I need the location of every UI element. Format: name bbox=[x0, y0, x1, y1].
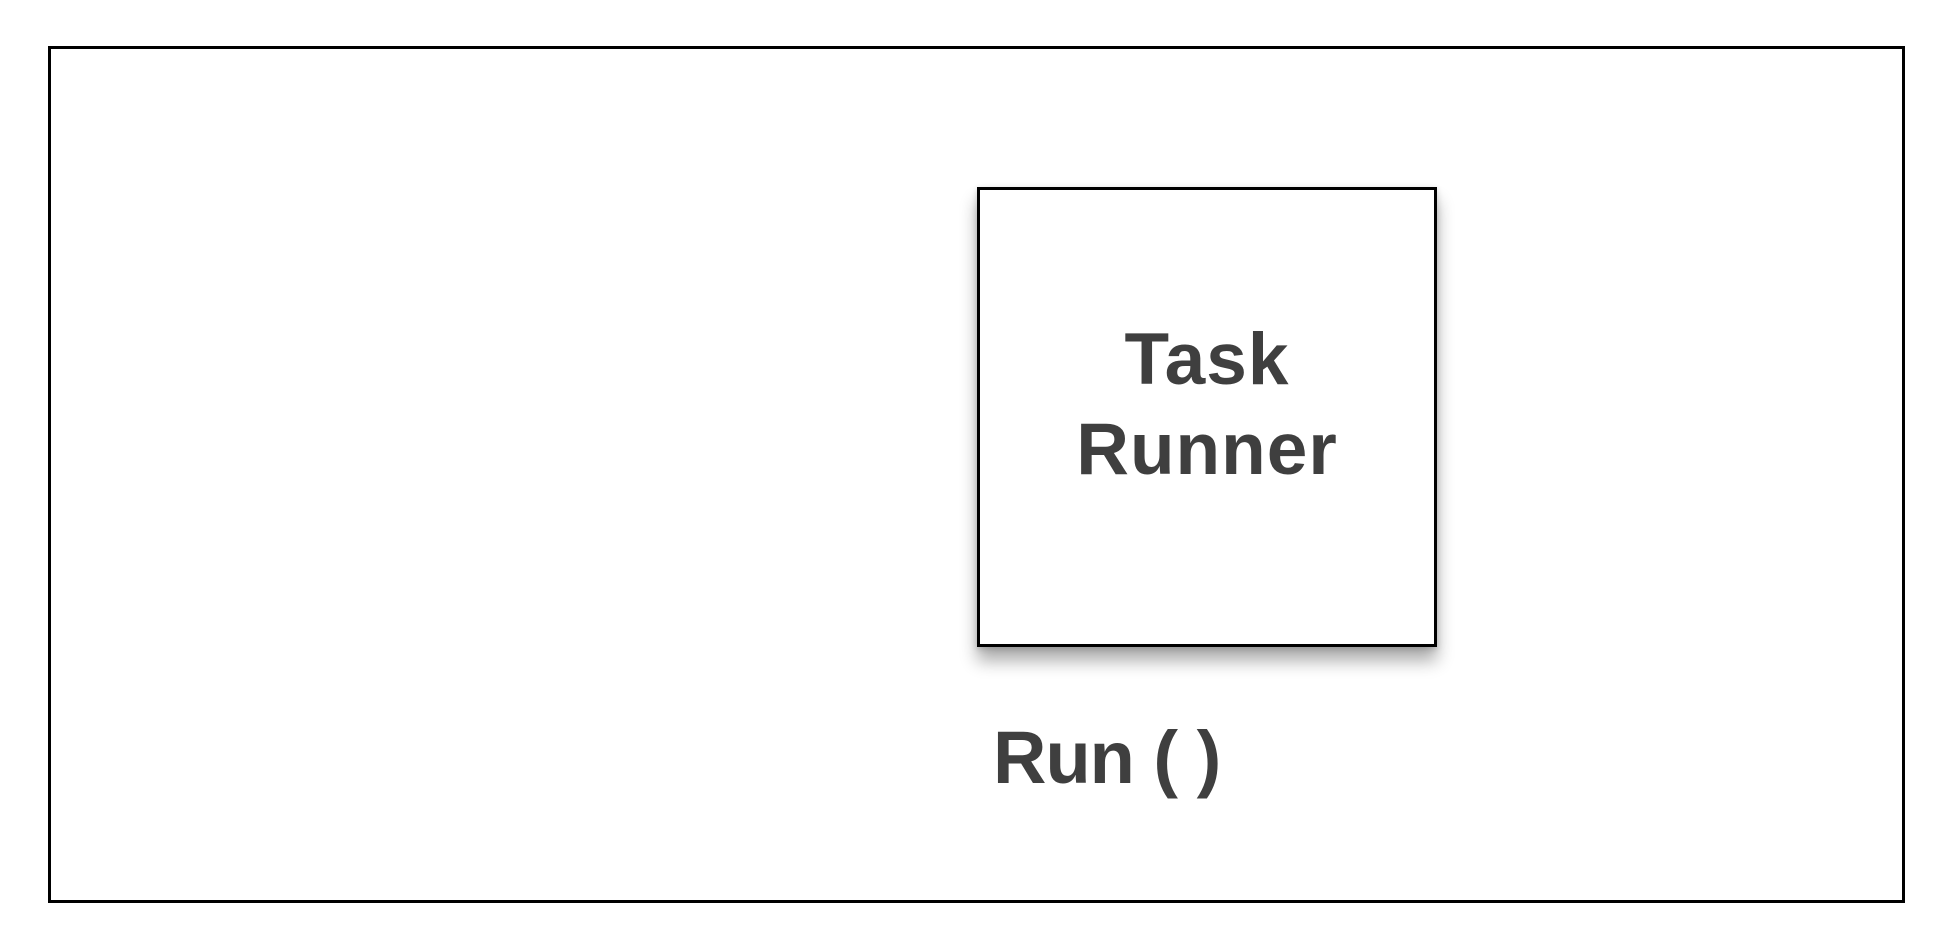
task-runner-box: Task Runner bbox=[977, 187, 1437, 647]
container-frame bbox=[48, 46, 1905, 903]
task-runner-label: Task Runner bbox=[1076, 315, 1338, 495]
task-runner-label-line1: Task bbox=[1124, 319, 1290, 400]
task-runner-label-line2: Runner bbox=[1076, 409, 1338, 490]
run-method-label: Run ( ) bbox=[993, 716, 1221, 799]
